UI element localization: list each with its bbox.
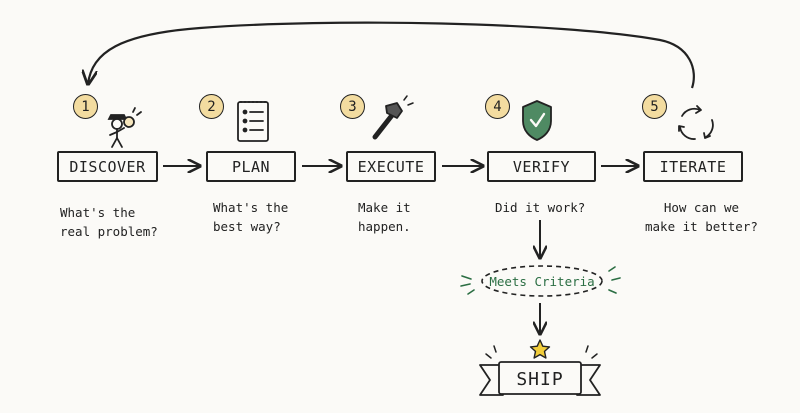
checklist-icon — [237, 101, 269, 142]
ship-spark-right — [585, 345, 598, 359]
step-badge-1: 1 — [73, 94, 98, 119]
stage-discover: DISCOVER — [57, 151, 158, 182]
loop-back-arrow — [88, 21, 695, 89]
ship-spark-left — [485, 345, 497, 359]
criteria-spark-left — [460, 275, 475, 295]
step-badge-5: 5 — [642, 94, 667, 119]
caption-iterate-line-2: make it better? — [645, 219, 758, 234]
caption-execute-line-1: Make it — [358, 200, 411, 215]
criteria-spark-right — [608, 266, 621, 294]
meets-criteria-label: Meets Criteria — [489, 273, 595, 289]
stage-plan: PLAN — [206, 151, 296, 182]
star-icon — [529, 339, 551, 359]
caption-plan-line-1: What's the — [213, 200, 289, 215]
cycle-arrows-icon — [678, 105, 714, 140]
caption-iterate-line-1: How can we — [663, 200, 740, 215]
step-badge-4: 4 — [485, 94, 510, 119]
caption-verify-line-1: Did it work? — [495, 200, 586, 215]
caption-execute: Make it happen. — [358, 198, 411, 236]
ship-banner — [479, 361, 601, 396]
stage-verify: VERIFY — [487, 151, 596, 182]
detective-icon — [107, 107, 142, 148]
caption-iterate: How can we make it better? — [645, 198, 758, 236]
step-badge-2: 2 — [199, 94, 224, 119]
stage-execute: EXECUTE — [346, 151, 436, 182]
step-badge-3: 3 — [340, 94, 365, 119]
caption-verify: Did it work? — [495, 198, 585, 217]
caption-discover-line-1: What's the — [60, 205, 136, 220]
ship-label: SHIP — [516, 368, 564, 390]
stage-iterate: ITERATE — [643, 151, 743, 182]
caption-plan: What's the best way? — [213, 198, 288, 236]
hammer-icon — [372, 95, 414, 140]
shield-check-icon — [522, 100, 552, 141]
caption-execute-line-2: happen. — [358, 219, 411, 234]
criteria-oval — [481, 265, 603, 297]
caption-plan-line-2: best way? — [213, 219, 281, 234]
caption-discover: What's the real problem? — [60, 203, 158, 241]
caption-discover-line-2: real problem? — [60, 224, 158, 239]
